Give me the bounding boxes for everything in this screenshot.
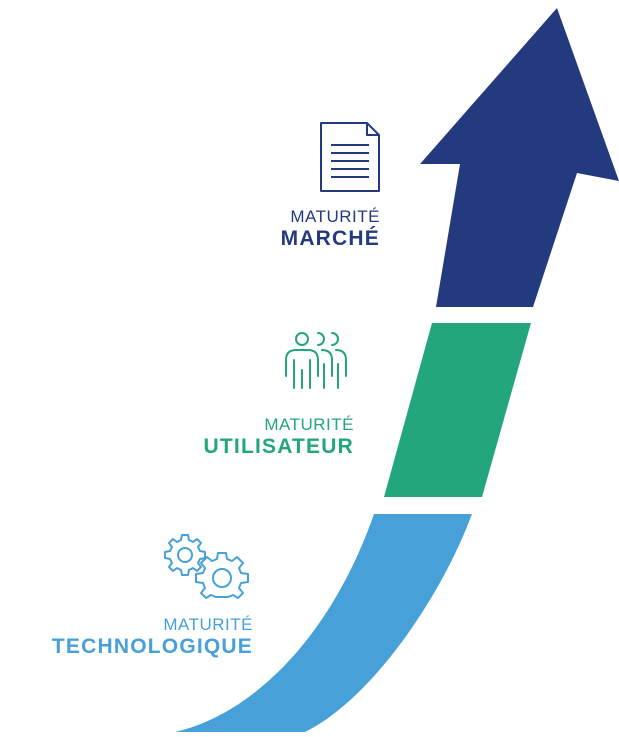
stage-sub-user: MATURITÉ <box>264 415 354 434</box>
arrow-segment-tech <box>175 514 472 732</box>
stage-title-user: UTILISATEUR <box>203 435 354 458</box>
stage-sub-market: MATURITÉ <box>290 207 380 226</box>
stage-label-tech: MATURITÉ TECHNOLOGIQUE <box>52 616 253 657</box>
stage-sub-tech: MATURITÉ <box>163 615 253 634</box>
gears-icon <box>160 533 256 599</box>
arrow-segment-market <box>420 8 619 307</box>
document-icon <box>319 121 381 193</box>
stage-title-market: MARCHÉ <box>280 227 380 250</box>
arrow-segment-user <box>384 323 531 497</box>
stage-label-market: MATURITÉ MARCHÉ <box>281 208 380 249</box>
stage-label-user: MATURITÉ UTILISATEUR <box>204 416 354 457</box>
stage-title-tech: TECHNOLOGIQUE <box>51 635 253 658</box>
users-icon <box>278 330 352 390</box>
